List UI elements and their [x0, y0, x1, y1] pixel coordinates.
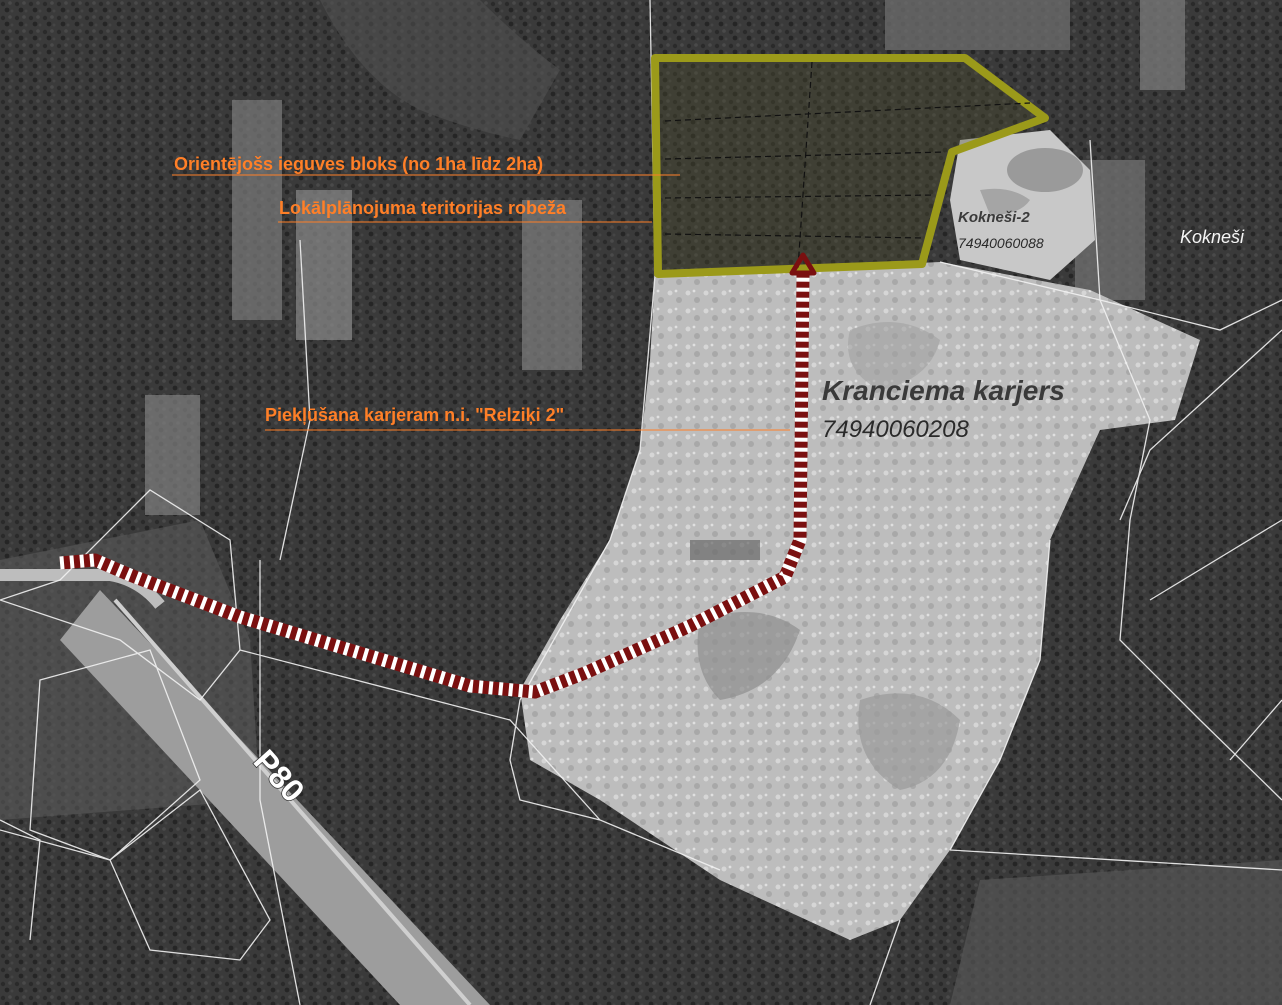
quarry-name: Kranciema karjers [822, 375, 1065, 406]
label-boundary: Lokālplānojuma teritorijas robeža [279, 198, 567, 218]
village-name: Kokneši [1180, 227, 1245, 247]
kokn2-name: Kokneši-2 [958, 209, 1030, 226]
label-block: Orientējošs ieguves bloks (no 1ha līdz 2… [174, 154, 543, 174]
label-access: Piekļūšana karjeram n.i. "Relziķi 2" [265, 405, 564, 425]
planning-boundary [651, 54, 1049, 278]
kokn2-id: 74940060088 [958, 235, 1044, 251]
leader-lines [172, 174, 790, 431]
quarry-id: 74940060208 [822, 416, 969, 443]
access-route [59, 252, 817, 699]
